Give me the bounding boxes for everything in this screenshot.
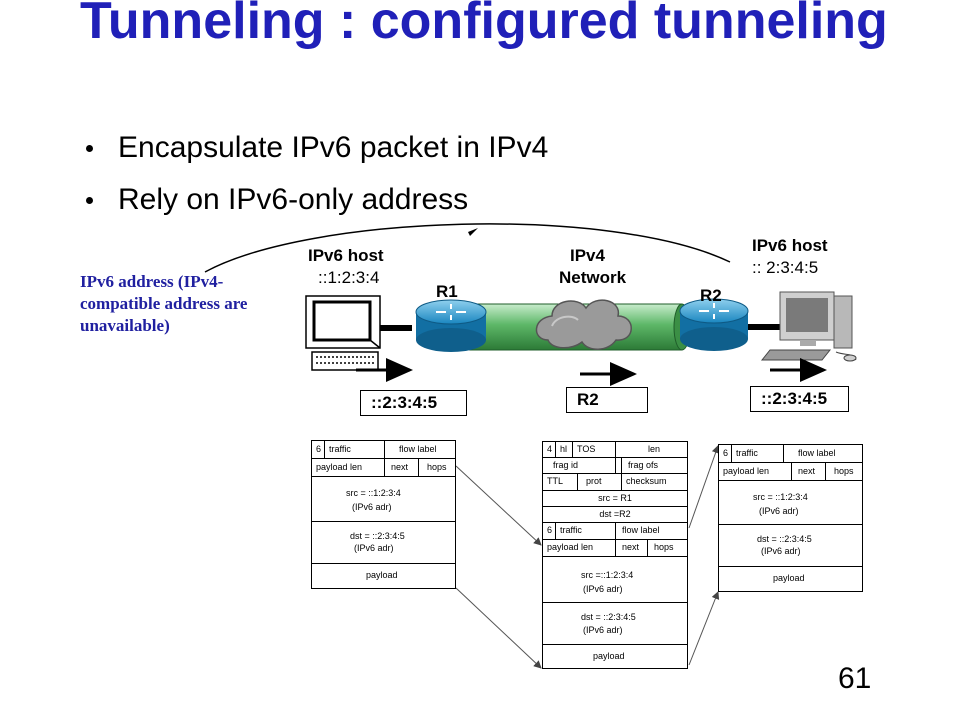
router-r2-label: R2 bbox=[700, 286, 722, 305]
dest-box-middle: R2 bbox=[566, 387, 648, 413]
bullet-item: Rely on IPv6-only address bbox=[86, 182, 548, 218]
page-number: 61 bbox=[838, 662, 872, 695]
left-host-address: ::1:2:3:4 bbox=[318, 268, 380, 287]
network-label: Network bbox=[559, 268, 627, 287]
network-label: IPv4 bbox=[570, 246, 605, 265]
left-host-label: IPv6 host bbox=[308, 246, 384, 265]
slide-title: Tunneling : configured tunneling bbox=[80, 0, 888, 50]
ipv6-packet-original: 6 traffic flow label payload len next ho… bbox=[311, 440, 456, 589]
dest-box-left: ::2:3:4:5 bbox=[360, 390, 467, 416]
bullet-list: Encapsulate IPv6 packet in IPv4 Rely on … bbox=[86, 130, 548, 234]
router-icon bbox=[415, 299, 487, 352]
router-icon bbox=[679, 298, 749, 351]
bullet-item: Encapsulate IPv6 packet in IPv4 bbox=[86, 130, 548, 166]
ipv6-packet-decapsulated: 6 traffic flow label payload len next ho… bbox=[718, 444, 863, 592]
desktop-computer-icon bbox=[305, 295, 381, 371]
right-host-address: :: 2:3:4:5 bbox=[752, 258, 819, 277]
router-r1-label: R1 bbox=[436, 282, 458, 301]
dest-box-right: ::2:3:4:5 bbox=[750, 386, 849, 412]
cloud-icon bbox=[535, 299, 632, 350]
tunnel-arc bbox=[204, 223, 731, 273]
ipv4-encapsulated-packet: 4 hl TOS len frag id frag ofs TTL prot c… bbox=[542, 441, 688, 669]
right-host-label: IPv6 host bbox=[752, 236, 828, 255]
pc-tower-icon bbox=[760, 291, 857, 362]
ipv6-address-note: IPv6 address (IPv4-compatible address ar… bbox=[80, 272, 248, 335]
